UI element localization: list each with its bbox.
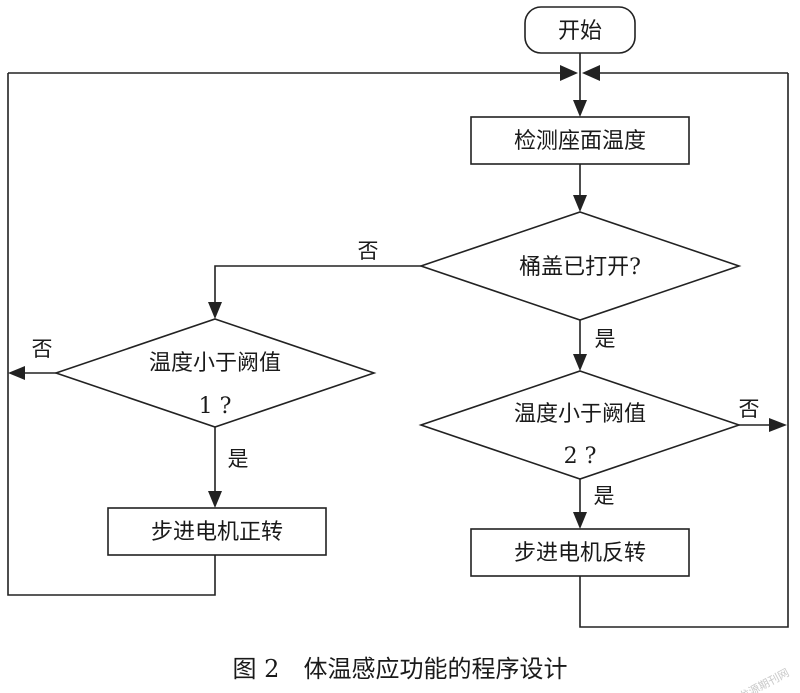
figure-caption: 图 2 体温感应功能的程序设计 [233,655,568,683]
reverse-arrowhead [573,512,587,529]
threshold1-label-line1: 温度小于阙值 [149,351,281,376]
forward-arrowhead [208,491,222,508]
threshold1-no-label: 否 [32,337,53,361]
lid-yes-label: 是 [595,327,616,351]
threshold2-no-label: 否 [739,397,760,421]
threshold2-yes-label: 是 [594,484,615,508]
start-label: 开始 [558,19,602,44]
left-loop-return-line [7,73,216,596]
threshold2-label-line1: 温度小于阙值 [514,402,646,427]
lid-no-label: 否 [358,239,379,263]
motor-forward-label: 步进电机正转 [151,520,283,545]
detect-temperature-label: 检测座面温度 [514,129,646,154]
watermark-text: 龙源期刊网 [736,665,791,693]
threshold2-no-arrowhead [769,418,787,432]
threshold2-arrowhead [573,354,587,371]
threshold1-yes-label: 是 [228,447,249,471]
left-merge-arrowhead [560,65,578,81]
threshold1-label-line2: 1 ? [199,394,232,419]
right-loop-return-line [579,73,789,628]
lid-no-line [214,265,421,313]
motor-reverse-label: 步进电机反转 [514,541,646,566]
threshold1-no-arrowhead [8,366,25,380]
lid-open-label: 桶盖已打开? [519,255,641,280]
detect-arrowhead [573,100,587,117]
motor-reverse-node [470,528,690,577]
threshold1-arrowhead [208,302,222,319]
right-merge-arrowhead [582,65,600,81]
lid-arrowhead [573,195,587,212]
threshold2-label-line2: 2 ? [564,444,597,469]
motor-forward-node [107,507,327,556]
